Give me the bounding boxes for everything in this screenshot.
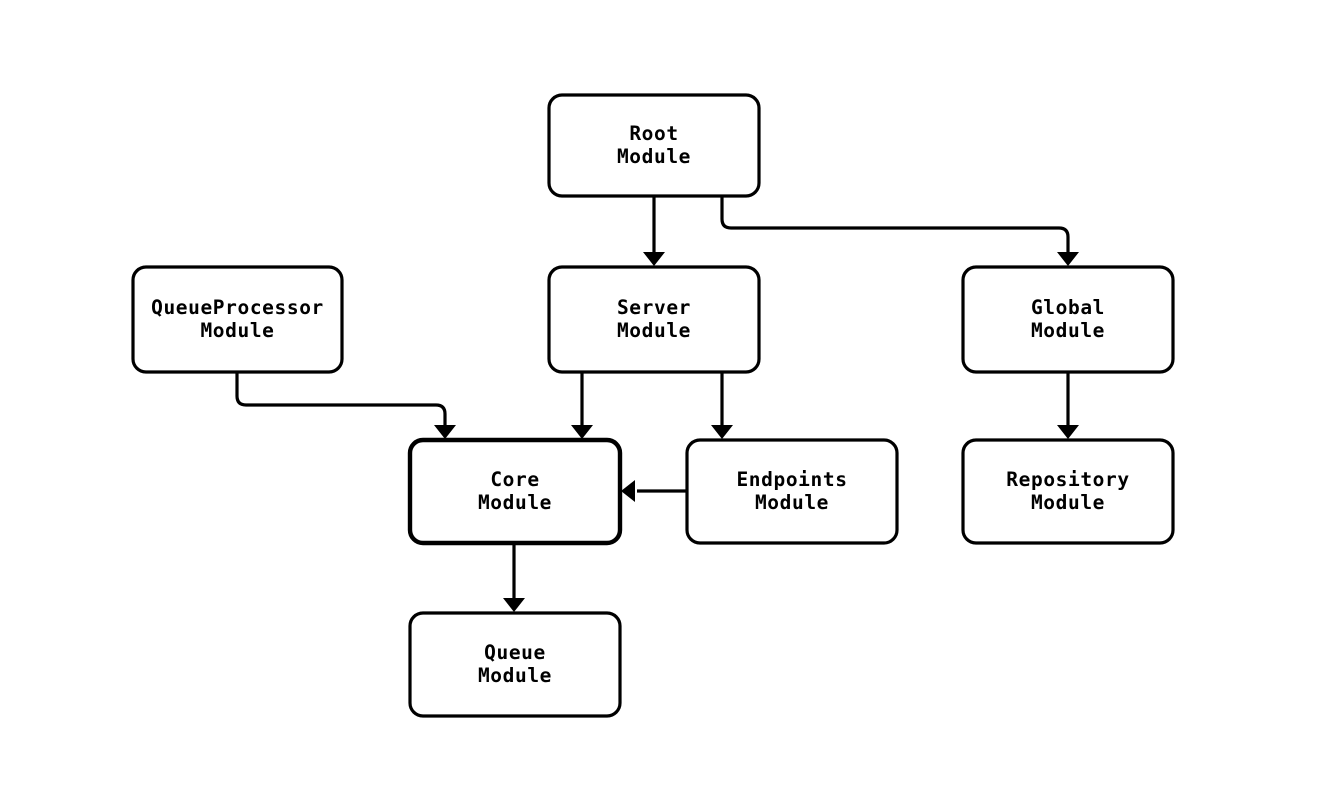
node-label-line1: Server <box>617 296 691 319</box>
arrow-head-icon <box>1057 252 1079 266</box>
node-label-line2: Module <box>1031 319 1105 342</box>
edge-line <box>235 372 447 426</box>
node-label-line1: Queue <box>484 641 546 664</box>
node-label-line2: Module <box>200 319 274 342</box>
node-label-line2: Module <box>617 319 691 342</box>
node-layer: RootModuleQueueProcessorModuleServerModu… <box>131 93 1175 718</box>
node-label-line2: Module <box>1031 491 1105 514</box>
node-box[interactable] <box>547 93 761 198</box>
node-box[interactable] <box>961 438 1175 545</box>
node-label-line2: Module <box>755 491 829 514</box>
edge-server-to-core <box>571 372 593 439</box>
node-label-line1: Repository <box>1006 468 1129 491</box>
node-label-line1: QueueProcessor <box>151 296 324 319</box>
edge-layer <box>235 196 1079 612</box>
node-label-line2: Module <box>617 145 691 168</box>
arrow-head-icon <box>571 425 593 439</box>
arrow-head-icon <box>711 425 733 439</box>
node-box[interactable] <box>547 265 761 374</box>
node-box[interactable] <box>961 265 1175 374</box>
arrow-head-icon <box>503 598 525 612</box>
node-label-line2: Module <box>478 491 552 514</box>
arrow-head-icon <box>621 480 635 502</box>
edge-queueprocessor-to-core <box>235 372 456 439</box>
edge-root-to-global <box>720 196 1079 266</box>
edge-server-to-endpoints <box>711 372 733 439</box>
node-box[interactable] <box>407 437 623 546</box>
edge-global-to-repository <box>1057 372 1079 439</box>
edge-endpoints-to-core <box>621 480 687 502</box>
edge-line <box>720 196 1070 252</box>
node-label-line1: Root <box>629 122 678 145</box>
node-label-line2: Module <box>478 664 552 687</box>
node-label-line1: Core <box>490 468 539 491</box>
node-label-line1: Endpoints <box>736 468 847 491</box>
arrow-head-icon <box>643 252 665 266</box>
node-box[interactable] <box>131 265 344 374</box>
edge-root-to-server <box>643 196 665 266</box>
edge-core-to-queue <box>503 543 525 612</box>
arrow-head-icon <box>1057 425 1079 439</box>
node-box[interactable] <box>408 611 622 718</box>
node-box[interactable] <box>685 438 899 545</box>
arrow-head-icon <box>434 425 456 439</box>
node-label-line1: Global <box>1031 296 1105 319</box>
